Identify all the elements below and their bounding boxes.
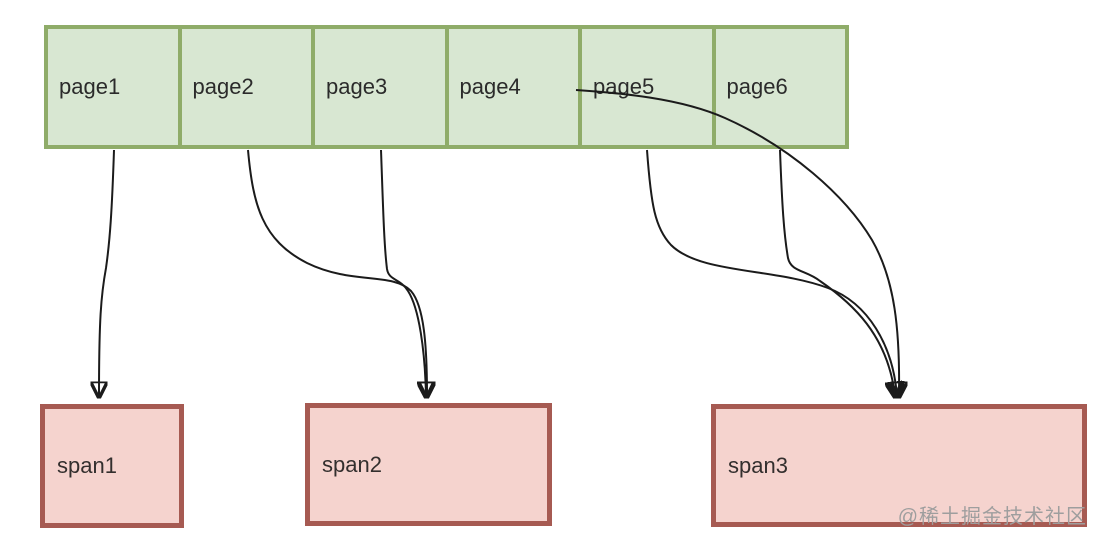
- page-cell-page6: page6: [715, 29, 845, 145]
- span3-label: span3: [728, 452, 788, 478]
- page2-label: page2: [192, 74, 254, 99]
- page-cell-page2: page2: [181, 29, 311, 145]
- edge-page1-span1: [99, 149, 115, 396]
- edge-page3-span2: [380, 149, 426, 396]
- span2-label: span2: [322, 451, 382, 477]
- page-cell-page5: page5: [582, 29, 712, 145]
- page4-label: page4: [459, 74, 521, 99]
- page-cell-page1: page1: [48, 29, 178, 145]
- page3-label: page3: [326, 74, 388, 99]
- page1-label: page1: [59, 74, 121, 99]
- span-box-span1: span1: [40, 404, 184, 528]
- page-cell-page3: page3: [315, 29, 445, 145]
- span-box-span3: span3: [711, 404, 1087, 527]
- page6-label: page6: [726, 74, 788, 99]
- watermark-text: @稀土掘金技术社区: [897, 506, 1087, 528]
- edge-page6-span3: [779, 149, 895, 396]
- span1-label: span1: [57, 453, 117, 478]
- edge-page2-span2: [247, 149, 427, 396]
- page5-label: page5: [593, 74, 655, 99]
- edge-page5-span3: [646, 149, 897, 396]
- page-cell-page4: page4: [448, 29, 578, 145]
- span-box-span2: span2: [305, 403, 552, 526]
- page-container: page1 page2 page3 page4 page5 page6: [44, 25, 849, 149]
